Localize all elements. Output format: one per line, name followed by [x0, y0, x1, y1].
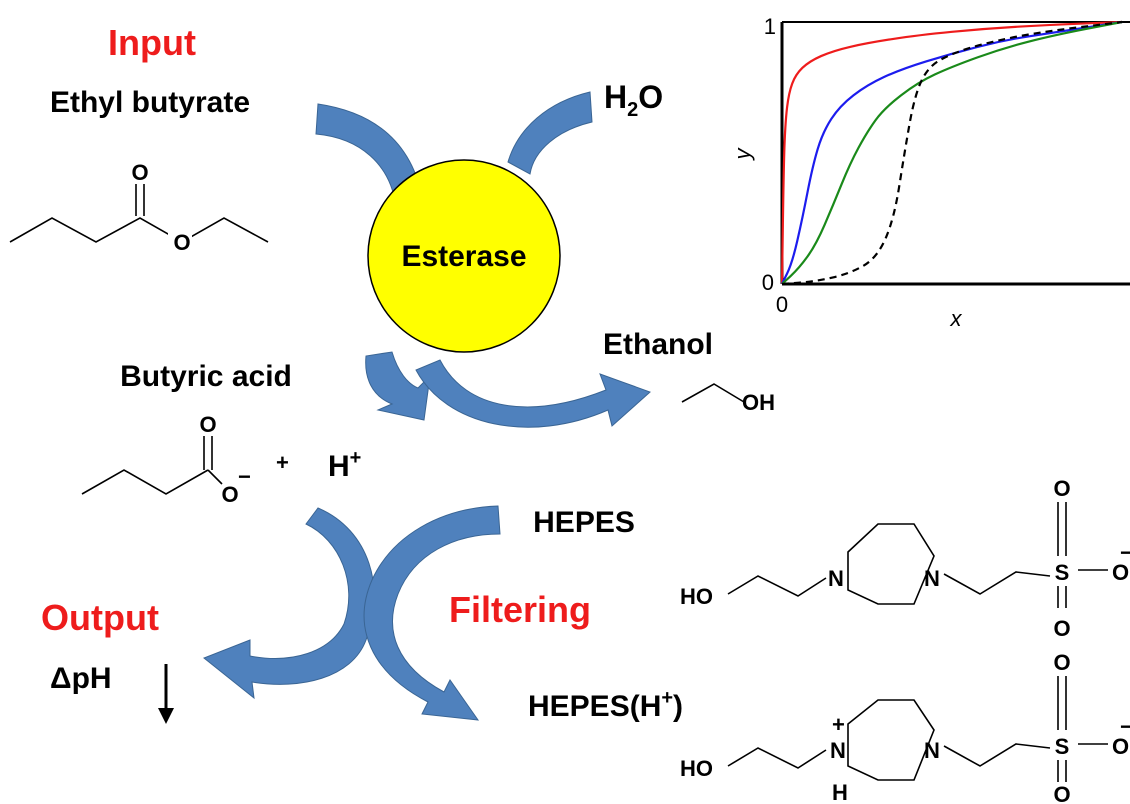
ph-down-arrowhead: [158, 708, 174, 724]
atom-s: S: [1055, 734, 1070, 759]
atom-n: N: [828, 566, 844, 591]
charge-plus: +: [832, 712, 845, 737]
proton-label: H+: [328, 447, 361, 483]
atom-n: N: [924, 566, 940, 591]
hepes-label: HEPES: [533, 506, 635, 539]
chart-series-line-3: [781, 20, 1123, 285]
chart-series-line-2: [781, 20, 1123, 285]
y-tick-label: 0: [762, 270, 774, 295]
atom-h: H: [832, 780, 848, 804]
x-axis-label: x: [950, 306, 963, 331]
output-label: Output: [41, 597, 159, 638]
butyric-acid-label: Butyric acid: [120, 360, 292, 393]
hepes-structure: HO N N S O O O −: [680, 476, 1130, 641]
charge-minus: −: [238, 464, 251, 489]
atom-n-plus: N: [830, 738, 846, 763]
ethanol-structure: OH: [681, 383, 775, 415]
atom-o-minus: O: [221, 482, 238, 507]
ethyl-butyrate-structure: O O: [9, 160, 269, 255]
arrow-proton-down: [203, 507, 375, 700]
x-tick-label: 0: [776, 292, 788, 317]
y-tick-label: 1: [764, 14, 776, 39]
atom-o: O: [1053, 650, 1070, 675]
esterase-enzyme: [367, 159, 561, 353]
water-label: H2O: [604, 79, 663, 121]
response-curve-chart: 1 0 0 x y: [730, 14, 1130, 331]
arrow-butyric-out: [365, 351, 431, 421]
hepes-h-label: HEPES(H+): [528, 687, 683, 723]
chart-series-line-4: [781, 20, 1123, 286]
chart-series-line-1: [780, 20, 1123, 285]
atom-s: S: [1055, 560, 1070, 585]
charge-plus: +: [276, 450, 289, 475]
hepes-h-structure: HO N + H N S O O O −: [680, 650, 1130, 804]
atom-o: O: [1053, 782, 1070, 804]
atom-oh: OH: [742, 390, 775, 415]
filtering-label: Filtering: [449, 589, 591, 630]
ethanol-label: Ethanol: [603, 328, 713, 361]
atom-o: O: [131, 160, 148, 185]
y-axis-label: y: [730, 147, 755, 162]
esterase-label: Esterase: [401, 240, 526, 273]
delta-ph-label: ΔpH: [50, 662, 112, 695]
atom-ho: HO: [680, 584, 713, 609]
atom-o: O: [199, 412, 216, 437]
atom-o: O: [1053, 476, 1070, 501]
atom-o-minus: O: [1112, 734, 1129, 759]
atom-n: N: [924, 738, 940, 763]
arrow-hepes-filter: [363, 505, 501, 721]
input-label: Input: [108, 22, 196, 63]
charge-minus: −: [1120, 540, 1130, 565]
atom-o: O: [173, 230, 190, 255]
arrow-water-in: [507, 91, 593, 175]
atom-o-minus: O: [1112, 560, 1129, 585]
charge-minus: −: [1120, 714, 1130, 739]
atom-ho: HO: [680, 756, 713, 781]
atom-o: O: [1053, 616, 1070, 641]
ethyl-butyrate-label: Ethyl butyrate: [50, 86, 250, 119]
arrow-ethanol-out: [415, 359, 651, 428]
butyrate-structure: O O − +: [81, 412, 289, 507]
